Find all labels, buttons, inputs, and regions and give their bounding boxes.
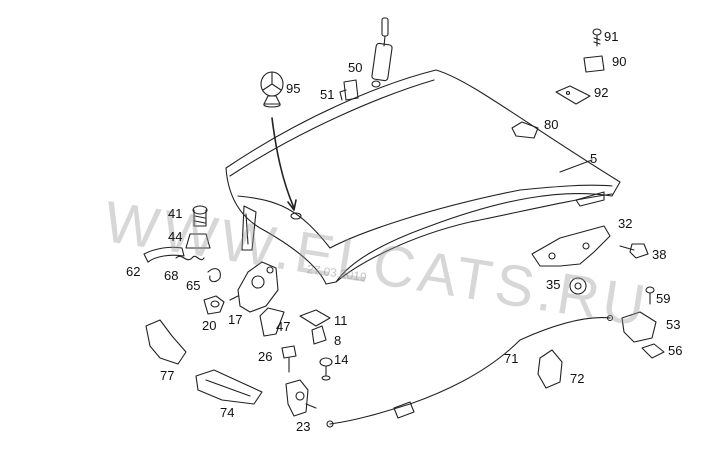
label-77: 77 [160, 368, 175, 383]
label-95: 95 [286, 81, 301, 96]
striker [285, 379, 317, 417]
emblem-arrow-head [287, 199, 297, 211]
label-80: 80 [544, 117, 559, 132]
deflector-bottom [195, 369, 263, 405]
gas-strut [371, 17, 393, 88]
hex-screw [203, 295, 225, 315]
emblem-arrow [271, 117, 295, 209]
spring [175, 255, 205, 261]
label-41: 41 [168, 206, 183, 221]
label-44: 44 [168, 229, 183, 244]
rubber-bumper [185, 233, 211, 249]
release-cable [329, 317, 611, 425]
label-5: 5 [590, 151, 598, 166]
label-35: 35 [546, 277, 561, 292]
screw [592, 28, 602, 47]
label-90: 90 [612, 54, 627, 69]
label-26: 26 [258, 349, 273, 364]
leader-5 [559, 159, 593, 173]
hood-lock [229, 261, 279, 313]
hood-hinge [531, 225, 611, 267]
label-65: 65 [186, 278, 201, 293]
star-emblem [260, 71, 284, 108]
strut-bracket [339, 79, 359, 101]
spring-clip [207, 268, 221, 283]
hinge-plate [555, 85, 591, 105]
hinge-nut [569, 277, 587, 295]
label-72: 72 [570, 371, 585, 386]
hinge-bolt [619, 243, 649, 259]
label-11: 11 [334, 313, 348, 328]
label-56: 56 [668, 343, 683, 358]
deflector-bottom-rib [205, 379, 251, 397]
label-68: 68 [164, 268, 179, 283]
label-51: 51 [320, 87, 335, 102]
clip-nut [583, 55, 605, 73]
hood-panel [225, 69, 621, 285]
label-91: 91 [604, 29, 619, 44]
latch-plate [511, 121, 539, 139]
safety-catch [299, 309, 331, 327]
label-23: 23 [296, 419, 311, 434]
hinge-plate-hole [565, 90, 571, 96]
label-53: 53 [666, 317, 681, 332]
catch-bracket [311, 325, 327, 345]
release-lever [143, 246, 185, 263]
label-32: 32 [618, 216, 633, 231]
lock-bracket [259, 307, 285, 337]
small-clip [641, 343, 665, 359]
cable-end-top [606, 314, 614, 322]
label-62: 62 [126, 264, 141, 279]
pin [319, 357, 333, 381]
label-71: 71 [504, 351, 519, 366]
label-50: 50 [348, 60, 363, 75]
label-59: 59 [656, 291, 671, 306]
label-20: 20 [202, 318, 217, 333]
cable-sleeve [393, 401, 415, 419]
label-17: 17 [228, 312, 243, 327]
tapping-screw [645, 286, 655, 305]
handle-bracket [621, 311, 657, 343]
label-38: 38 [652, 247, 667, 262]
cable-end [326, 420, 334, 428]
release-handle [537, 349, 563, 389]
label-92: 92 [594, 85, 609, 100]
hex-bolt [281, 345, 297, 373]
label-74: 74 [220, 405, 235, 420]
deflector-left [145, 319, 187, 365]
label-14: 14 [334, 352, 349, 367]
label-47: 47 [276, 319, 291, 334]
label-8: 8 [334, 333, 342, 348]
bolt [192, 205, 208, 227]
